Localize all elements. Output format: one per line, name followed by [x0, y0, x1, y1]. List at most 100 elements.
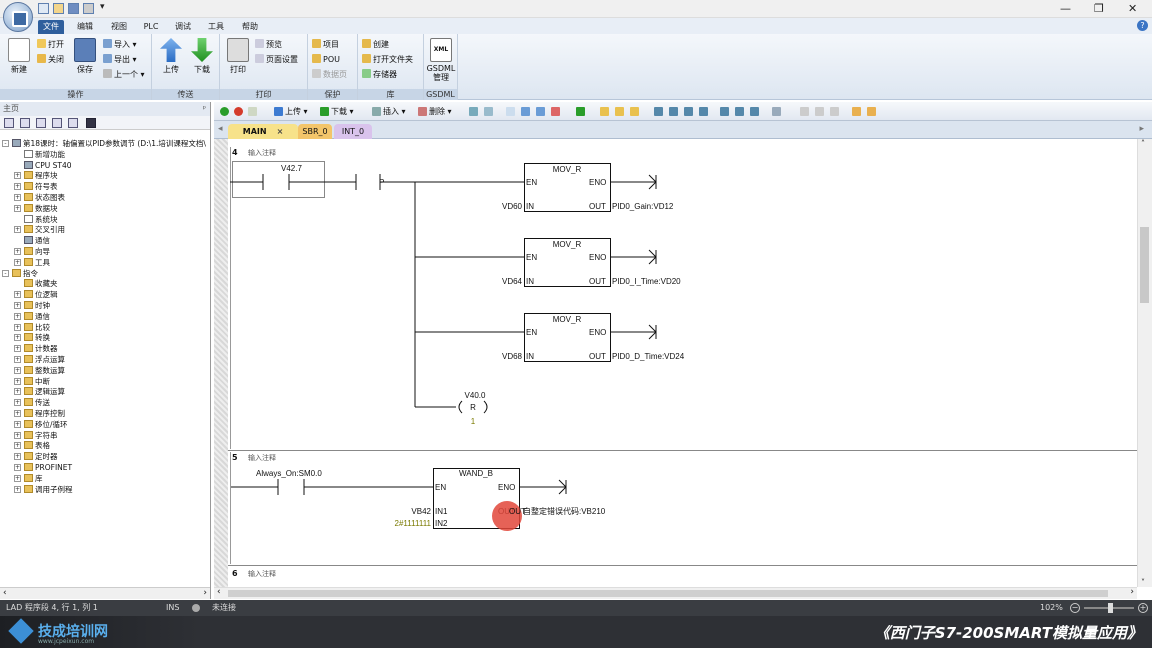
tree-item[interactable]: +通信	[0, 311, 210, 322]
symbol-view-icon[interactable]	[20, 118, 30, 128]
expand-icon[interactable]: +	[14, 204, 21, 212]
open-folder-icon[interactable]	[53, 3, 64, 14]
stop-icon[interactable]	[234, 107, 243, 116]
tree-horizontal-scrollbar[interactable]: ‹ ›	[0, 587, 210, 599]
scroll-right-icon[interactable]: ›	[1130, 587, 1134, 597]
previous-button[interactable]: 上一个 ▾	[103, 68, 145, 81]
tree-item[interactable]: +转换	[0, 332, 210, 343]
tree-item[interactable]: -第18课时：轴偏置以PID参数调节 (D:\1.培训课程文档\	[0, 138, 210, 149]
run-icon[interactable]	[220, 107, 229, 116]
expand-icon[interactable]: +	[14, 323, 21, 331]
pou-small-icon[interactable]	[852, 107, 861, 116]
toolbar-upload-button[interactable]: 上传 ▾	[285, 107, 308, 116]
line-right-icon[interactable]	[699, 107, 708, 116]
tree-item[interactable]: 系统块	[0, 214, 210, 225]
display-options-icon[interactable]	[772, 107, 781, 116]
tree-item[interactable]: +传送	[0, 397, 210, 408]
print-button[interactable]: 打印	[223, 38, 253, 75]
tree-item[interactable]: +调用子例程	[0, 484, 210, 495]
library-small-icon[interactable]	[867, 107, 876, 116]
line-left-icon[interactable]	[684, 107, 693, 116]
scroll-right-icon[interactable]: ›	[203, 588, 207, 598]
editor-horizontal-scrollbar[interactable]: ‹ ›	[214, 587, 1137, 599]
hscroll-thumb[interactable]	[228, 590, 1108, 597]
branch-down-icon[interactable]	[654, 107, 663, 116]
mov-r-2-output[interactable]: PID0_I_Time:VD20	[612, 277, 681, 286]
wand-b-in1[interactable]: VB42	[411, 507, 431, 516]
block-view-icon[interactable]	[36, 118, 46, 128]
bookmark-clear-icon[interactable]	[551, 107, 560, 116]
upload-button[interactable]: 上传	[156, 38, 186, 75]
preview-button[interactable]: 预览	[255, 38, 282, 51]
tree-item[interactable]: +浮点运算	[0, 354, 210, 365]
toolbar-delete-button[interactable]: 删除 ▾	[429, 107, 452, 116]
scroll-up-icon[interactable]: ˄	[1141, 139, 1145, 148]
expand-icon[interactable]: +	[14, 194, 21, 201]
contact-always-on-label[interactable]: Always_On:SM0.0	[256, 469, 322, 478]
close-button[interactable]: ✕	[1128, 2, 1138, 15]
tree-item[interactable]: +符号表	[0, 181, 210, 192]
data-view-icon[interactable]	[68, 118, 78, 128]
symbol-table-icon[interactable]	[800, 107, 809, 116]
tree-item[interactable]: 通信	[0, 235, 210, 246]
tab-help[interactable]: 帮助	[242, 22, 258, 31]
reset-coil-count[interactable]: 1	[471, 417, 476, 426]
network-view-icon[interactable]	[469, 107, 478, 116]
tab-debug[interactable]: 调试	[175, 22, 191, 31]
toolbar-insert-button[interactable]: 插入 ▾	[383, 107, 406, 116]
collapse-icon[interactable]: -	[2, 269, 9, 277]
tab-scroll-right-icon[interactable]: ▸	[1139, 124, 1144, 134]
expand-icon[interactable]: +	[14, 172, 21, 180]
tree-item[interactable]: +PROFINET	[0, 462, 210, 473]
tab-tools[interactable]: 工具	[208, 22, 224, 31]
expand-icon[interactable]: +	[14, 258, 21, 266]
lock-icon-2[interactable]	[615, 107, 624, 116]
tree-item[interactable]: +状态图表	[0, 192, 210, 203]
tree-item[interactable]: +程序控制	[0, 408, 210, 419]
branch-up-icon[interactable]	[669, 107, 678, 116]
pin-icon[interactable]: ᵖ	[202, 104, 206, 113]
quick-access-dropdown[interactable]: ▾	[100, 2, 105, 12]
open-folder-button[interactable]: 打开文件夹	[362, 53, 413, 66]
expand-icon[interactable]: +	[14, 410, 21, 417]
tab-view[interactable]: 视图	[111, 22, 127, 31]
goto-icon[interactable]	[576, 107, 585, 116]
expand-icon[interactable]: +	[14, 464, 21, 471]
expand-icon[interactable]: +	[14, 302, 21, 309]
tree-item[interactable]: 新增功能	[0, 149, 210, 160]
mov-r-3-input[interactable]: VD68	[502, 352, 523, 361]
memory-button[interactable]: 存储器	[362, 68, 397, 81]
tree-item[interactable]: +工具	[0, 257, 210, 268]
pou-protect-button[interactable]: POU	[312, 53, 340, 66]
expand-icon[interactable]: +	[14, 453, 21, 461]
expand-icon[interactable]: +	[14, 377, 21, 385]
tab-scroll-left-icon[interactable]: ◂	[218, 124, 223, 134]
tree-view-icon[interactable]	[4, 118, 14, 128]
tree-item[interactable]: CPU ST40	[0, 160, 210, 171]
tree-item[interactable]: +交叉引用	[0, 224, 210, 235]
contact-icon[interactable]	[720, 107, 729, 116]
wand-b-in2[interactable]: 2#1111111	[395, 519, 432, 528]
tree-item[interactable]: 收藏夹	[0, 278, 210, 289]
zoom-in-icon[interactable]: +	[1138, 603, 1148, 613]
unlock-icon[interactable]	[630, 107, 639, 116]
tree-item[interactable]: +逻辑运算	[0, 386, 210, 397]
tab-main[interactable]: MAIN×	[228, 124, 298, 139]
tree-item[interactable]: +向导	[0, 246, 210, 257]
status-view-icon[interactable]	[52, 118, 62, 128]
expand-icon[interactable]: +	[14, 366, 21, 374]
contact-v42-7-label[interactable]: V42.7	[281, 164, 302, 173]
print-icon[interactable]	[83, 3, 94, 14]
expand-icon[interactable]: +	[14, 356, 21, 363]
coil-v40-0-label[interactable]: V40.0	[465, 391, 486, 400]
expand-icon[interactable]: +	[14, 474, 21, 482]
collapse-icon[interactable]: -	[2, 140, 9, 147]
minimize-button[interactable]: —	[1060, 2, 1071, 15]
new-button[interactable]: 新建	[4, 38, 34, 75]
expand-icon[interactable]: +	[14, 226, 21, 234]
compile-icon[interactable]	[248, 107, 257, 116]
help-icon[interactable]: ?	[1137, 20, 1148, 31]
open-button[interactable]: 打开	[37, 38, 64, 51]
